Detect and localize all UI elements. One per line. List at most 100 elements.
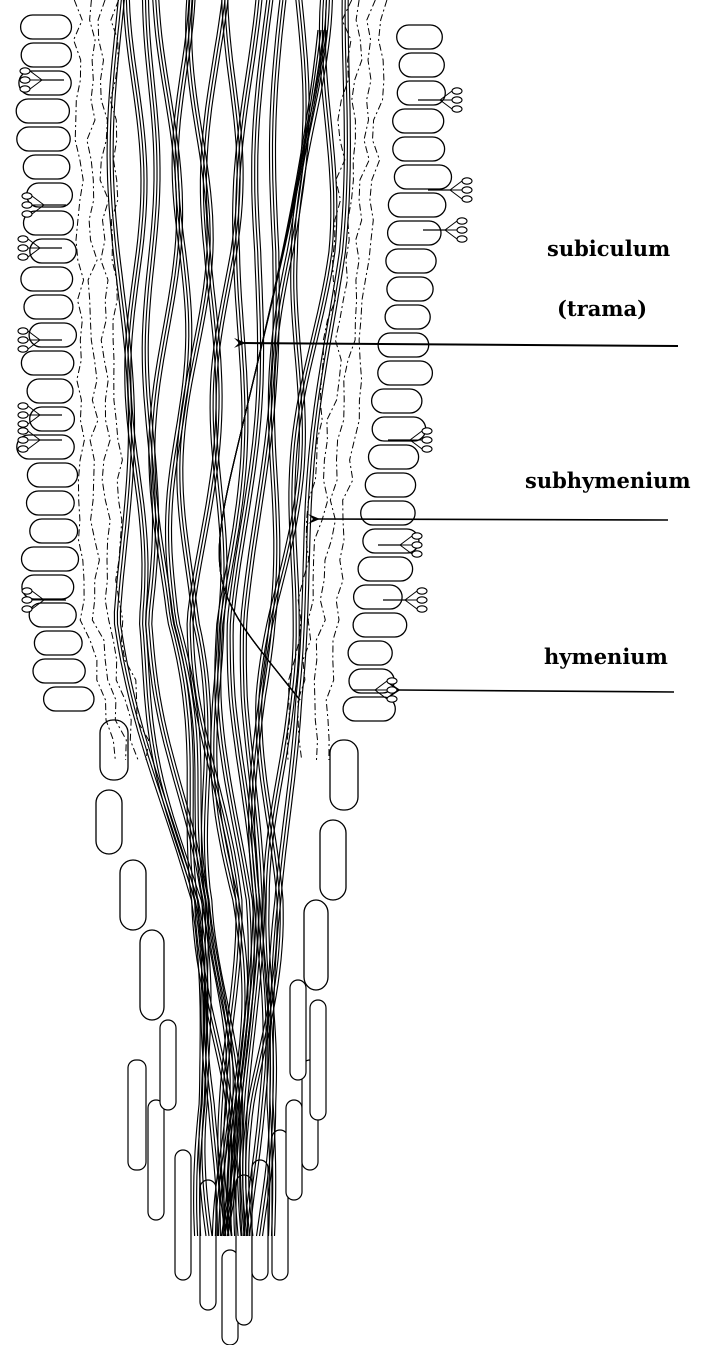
hymenium-cell: [353, 613, 407, 637]
basidiospore: [18, 328, 28, 334]
sterigma: [445, 230, 457, 239]
hymenium-cell: [369, 445, 419, 469]
basidiospore: [18, 446, 28, 452]
basidiospore: [422, 428, 432, 434]
hymenium-cell: [34, 631, 82, 655]
hymenium-cell: [140, 930, 164, 1020]
terminal-hypha: [160, 1020, 176, 1110]
label-trama-text: (trama): [557, 296, 647, 321]
label-subhymenium-text: subhymenium: [525, 468, 691, 493]
basidiospore: [18, 245, 28, 251]
terminal-hypha: [128, 1060, 146, 1170]
basidiospore: [452, 106, 462, 112]
sterigma: [405, 591, 417, 600]
basidiospore: [417, 606, 427, 612]
basidiospore: [20, 68, 30, 74]
hymenium-cell: [354, 585, 403, 609]
basidiospore: [20, 77, 30, 83]
basidiospore: [452, 88, 462, 94]
hymenium-cell: [21, 351, 73, 375]
label-subiculum-text: subiculum: [547, 236, 670, 261]
hymenium-cell: [33, 659, 85, 683]
basidiospore: [18, 254, 28, 260]
terminal-hypha: [286, 1100, 302, 1200]
sterigma: [450, 181, 462, 190]
basidiospore: [387, 678, 397, 684]
hymenium-cell: [30, 519, 78, 543]
hymenium-cell: [120, 860, 146, 930]
hymenium-cell: [304, 900, 328, 990]
hymenium-cell: [394, 165, 451, 189]
hymenium-cell: [358, 557, 413, 581]
hymenium-cell: [372, 417, 426, 441]
hymenium-cell: [27, 491, 75, 515]
sterigma: [450, 190, 462, 199]
hymenium-cell: [24, 295, 73, 319]
basidiospore: [412, 533, 422, 539]
basidiospore: [457, 236, 467, 242]
basidiospore: [462, 187, 472, 193]
basidiospore: [417, 588, 427, 594]
hymenium-cell: [363, 529, 419, 553]
hymenium-cell: [361, 501, 415, 525]
hymenium-cell: [96, 790, 122, 854]
lamella-section: [16, 0, 472, 1345]
hymenium-cell: [372, 389, 422, 413]
hymenium-cell: [388, 221, 441, 245]
label-hymenium: hymenium: [399, 644, 674, 692]
hymenium-cell: [397, 25, 443, 49]
sterigma: [405, 600, 417, 609]
hymenium-cell: [393, 109, 444, 133]
hymenium-cell: [30, 407, 75, 431]
hymenium-cell: [320, 820, 346, 900]
hymenium-cell: [397, 81, 445, 105]
basidiospore: [422, 446, 432, 452]
hymenium-cell: [22, 575, 74, 599]
basidiospore: [18, 412, 28, 418]
basidiospore: [18, 428, 28, 434]
terminal-hypha: [148, 1100, 164, 1220]
basidiospore: [422, 437, 432, 443]
hymenium-cell: [22, 547, 79, 571]
hymenium-cell: [21, 43, 71, 67]
hymenium-cell: [385, 305, 430, 329]
hymenium-cell: [393, 137, 445, 161]
terminal-hypha: [310, 1000, 326, 1120]
hymenium-cell: [23, 155, 70, 179]
basidiospore: [387, 696, 397, 702]
hymenium-cell: [27, 463, 77, 487]
hymenium-cell: [27, 183, 73, 207]
label-hymenium-text: hymenium: [544, 644, 668, 669]
hymenium-cell: [330, 740, 358, 810]
basidiospore: [452, 97, 462, 103]
basidiospore: [22, 588, 32, 594]
hymenium-cell: [386, 249, 436, 273]
basidiospore: [412, 542, 422, 548]
basidiospore: [412, 551, 422, 557]
hymenium-cell: [387, 277, 433, 301]
pointer-arrow-subhymenium: [318, 519, 668, 520]
hymenium-cell: [21, 15, 72, 39]
basidiospore: [22, 202, 32, 208]
basidiospore: [18, 236, 28, 242]
hymenium-cell: [17, 127, 70, 151]
basidiospore: [18, 346, 28, 352]
basidiospore: [387, 687, 397, 693]
trama-hypha: [219, 30, 318, 700]
hymenium-cells: [16, 15, 451, 1020]
basidiospore: [22, 597, 32, 603]
sterigma: [445, 221, 457, 230]
basidiospore: [462, 178, 472, 184]
basidiospore: [417, 597, 427, 603]
hymenium-cell: [16, 99, 69, 123]
terminal-hypha: [252, 1160, 268, 1280]
basidiospore: [18, 337, 28, 343]
hymenium-cell: [27, 379, 73, 403]
basidiospore: [22, 193, 32, 199]
hymenium-cell: [348, 641, 392, 665]
basidiospore: [20, 86, 30, 92]
basidiospore: [18, 421, 28, 427]
hymenium-cell: [365, 473, 415, 497]
basidiospore: [462, 196, 472, 202]
